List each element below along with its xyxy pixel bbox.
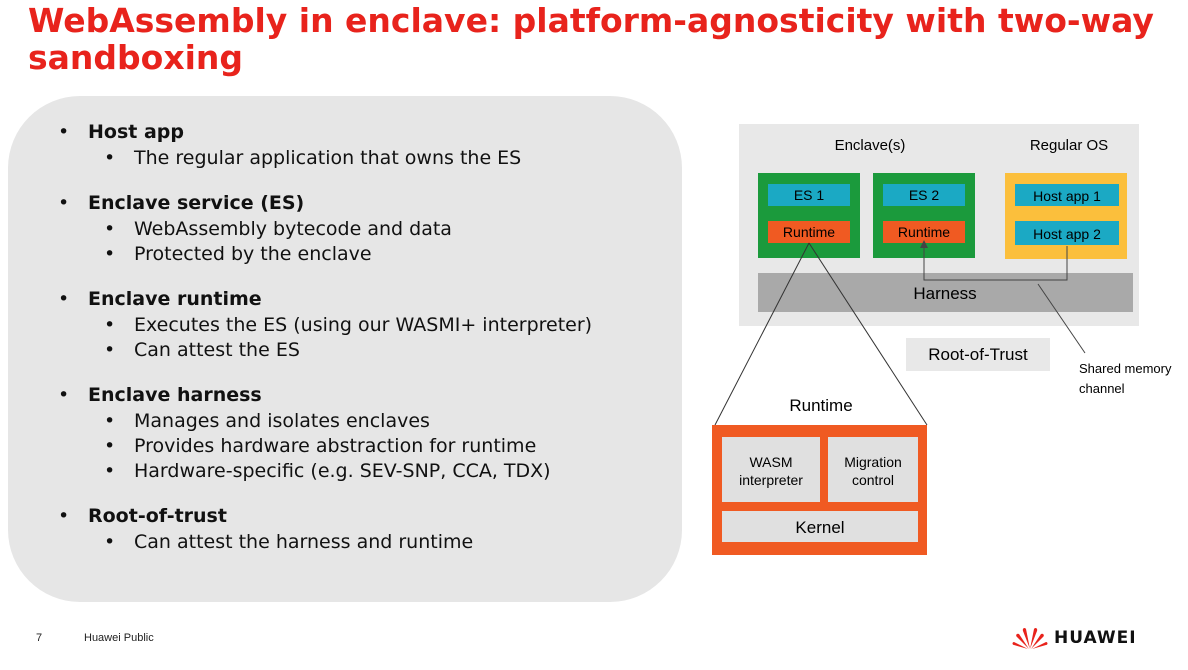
outline-heading: Enclave harness	[56, 381, 676, 409]
outline-item: Protected by the enclave	[56, 242, 676, 267]
es-1-box	[768, 184, 850, 206]
outline-item: Executes the ES (using our WASMI+ interp…	[56, 313, 676, 338]
outline-heading: Enclave runtime	[56, 285, 676, 313]
runtime-1-box	[768, 221, 850, 243]
root-of-trust-box	[906, 338, 1050, 371]
slide-title: WebAssembly in enclave: platform-agnosti…	[28, 1, 1154, 77]
zoom-line-left	[714, 242, 810, 426]
outline-group-enclave-service: Enclave service (ES) WebAssembly bytecod…	[56, 189, 676, 267]
host-app-2-label: Host app 2	[1033, 226, 1101, 242]
es-1-label: ES 1	[794, 187, 825, 203]
runtime-1-label: Runtime	[783, 224, 835, 240]
es-2-box	[883, 184, 965, 206]
shared-memory-arrowhead	[920, 240, 928, 248]
logo-text: HUAWEI	[1054, 628, 1137, 648]
outline-group-enclave-harness: Enclave harness Manages and isolates enc…	[56, 381, 676, 484]
wasm-label-line1: WASM	[749, 454, 792, 470]
harness-label: Harness	[913, 284, 976, 303]
shared-memory-channel-line	[923, 246, 1068, 281]
outline-list: Host app The regular application that ow…	[56, 118, 676, 573]
outline-group-host-app: Host app The regular application that ow…	[56, 118, 676, 171]
outline-item: Provides hardware abstraction for runtim…	[56, 434, 676, 459]
outline-item: Manages and isolates enclaves	[56, 409, 676, 434]
classification-label: Huawei Public	[84, 632, 154, 644]
migration-label-line1: Migration	[844, 454, 902, 470]
root-of-trust-label: Root-of-Trust	[928, 345, 1028, 364]
host-app-1-label: Host app 1	[1033, 188, 1101, 204]
page-number: 7	[36, 632, 43, 644]
outline-heading: Host app	[56, 118, 676, 146]
outline-item: Hardware-specific (e.g. SEV-SNP, CCA, TD…	[56, 459, 676, 484]
outline-group-enclave-runtime: Enclave runtime Executes the ES (using o…	[56, 285, 676, 363]
outline-heading: Enclave service (ES)	[56, 189, 676, 217]
outline-item: The regular application that owns the ES	[56, 146, 676, 171]
shared-memory-label-line2: channel	[1079, 381, 1125, 396]
kernel-box	[722, 511, 918, 542]
shared-memory-callout-line	[1037, 283, 1086, 354]
outline-group-root-of-trust: Root-of-trust Can attest the harness and…	[56, 502, 676, 555]
enclaves-label: Enclave(s)	[835, 137, 906, 154]
runtime-2-box	[883, 221, 965, 243]
outline-item: Can attest the harness and runtime	[56, 530, 676, 555]
kernel-label: Kernel	[795, 518, 844, 537]
shared-memory-label-line1: Shared memory	[1079, 361, 1172, 376]
outline-heading: Root-of-trust	[56, 502, 676, 530]
host-app-1-box	[1015, 184, 1119, 206]
runtime-detail-title: Runtime	[789, 396, 852, 415]
migration-label-line2: control	[852, 472, 894, 488]
es-2-label: ES 2	[909, 187, 940, 203]
host-app-2-box	[1015, 221, 1119, 245]
wasm-label-line2: interpreter	[739, 472, 803, 488]
wasm-interpreter-box	[722, 437, 820, 502]
zoom-line-right	[808, 242, 928, 426]
huawei-logo: HUAWEI	[1012, 624, 1137, 652]
migration-control-box	[828, 437, 918, 502]
regular-os-label: Regular OS	[1030, 137, 1108, 154]
runtime-2-label: Runtime	[898, 224, 950, 240]
outline-item: WebAssembly bytecode and data	[56, 217, 676, 242]
outline-item: Can attest the ES	[56, 338, 676, 363]
huawei-petal-icon	[1012, 627, 1048, 649]
